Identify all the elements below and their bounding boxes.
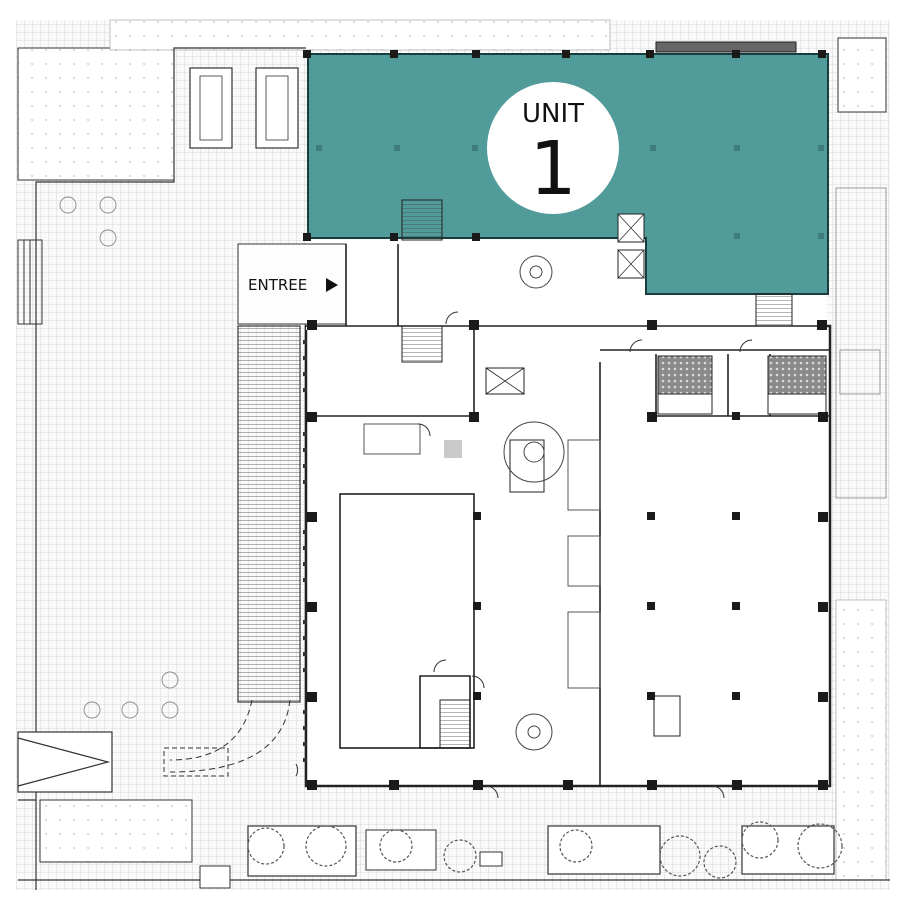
road-marking-bottom-left (17, 731, 113, 793)
planters-bottom (199, 825, 835, 889)
unit-label: UNIT (522, 99, 584, 129)
green-area-top-left (17, 47, 175, 181)
adjacent-building (835, 187, 887, 499)
unit-badge (487, 82, 619, 214)
service-shaft (444, 440, 462, 458)
green-area-top-strip (109, 19, 611, 51)
green-area-bottom-left (39, 799, 193, 863)
planter-boxes-top (189, 67, 299, 149)
wall-niches (363, 423, 601, 689)
stairs-and-elevators (401, 199, 793, 749)
structural-columns (303, 50, 828, 790)
restrooms (657, 355, 827, 415)
west-facade-mullions (303, 340, 307, 762)
access-ramp (163, 325, 301, 777)
bike-rack-left (17, 239, 43, 325)
green-area-top-right (837, 37, 887, 113)
shrubs (247, 821, 843, 879)
landscape-areas (17, 19, 887, 881)
roof-canopy (655, 41, 797, 53)
doors (295, 311, 753, 799)
green-area-right (835, 599, 887, 881)
entrance[interactable]: ENTREE (237, 243, 347, 325)
site-boundary (18, 47, 890, 890)
entrance-label: ENTREE (248, 276, 307, 294)
unit-number: 1 (529, 126, 576, 212)
unit-1-columns (316, 145, 824, 239)
interior-trees (503, 255, 565, 751)
terrace-tables (59, 196, 179, 719)
entrance-arrow-icon (326, 278, 338, 292)
building-shell (304, 240, 832, 788)
